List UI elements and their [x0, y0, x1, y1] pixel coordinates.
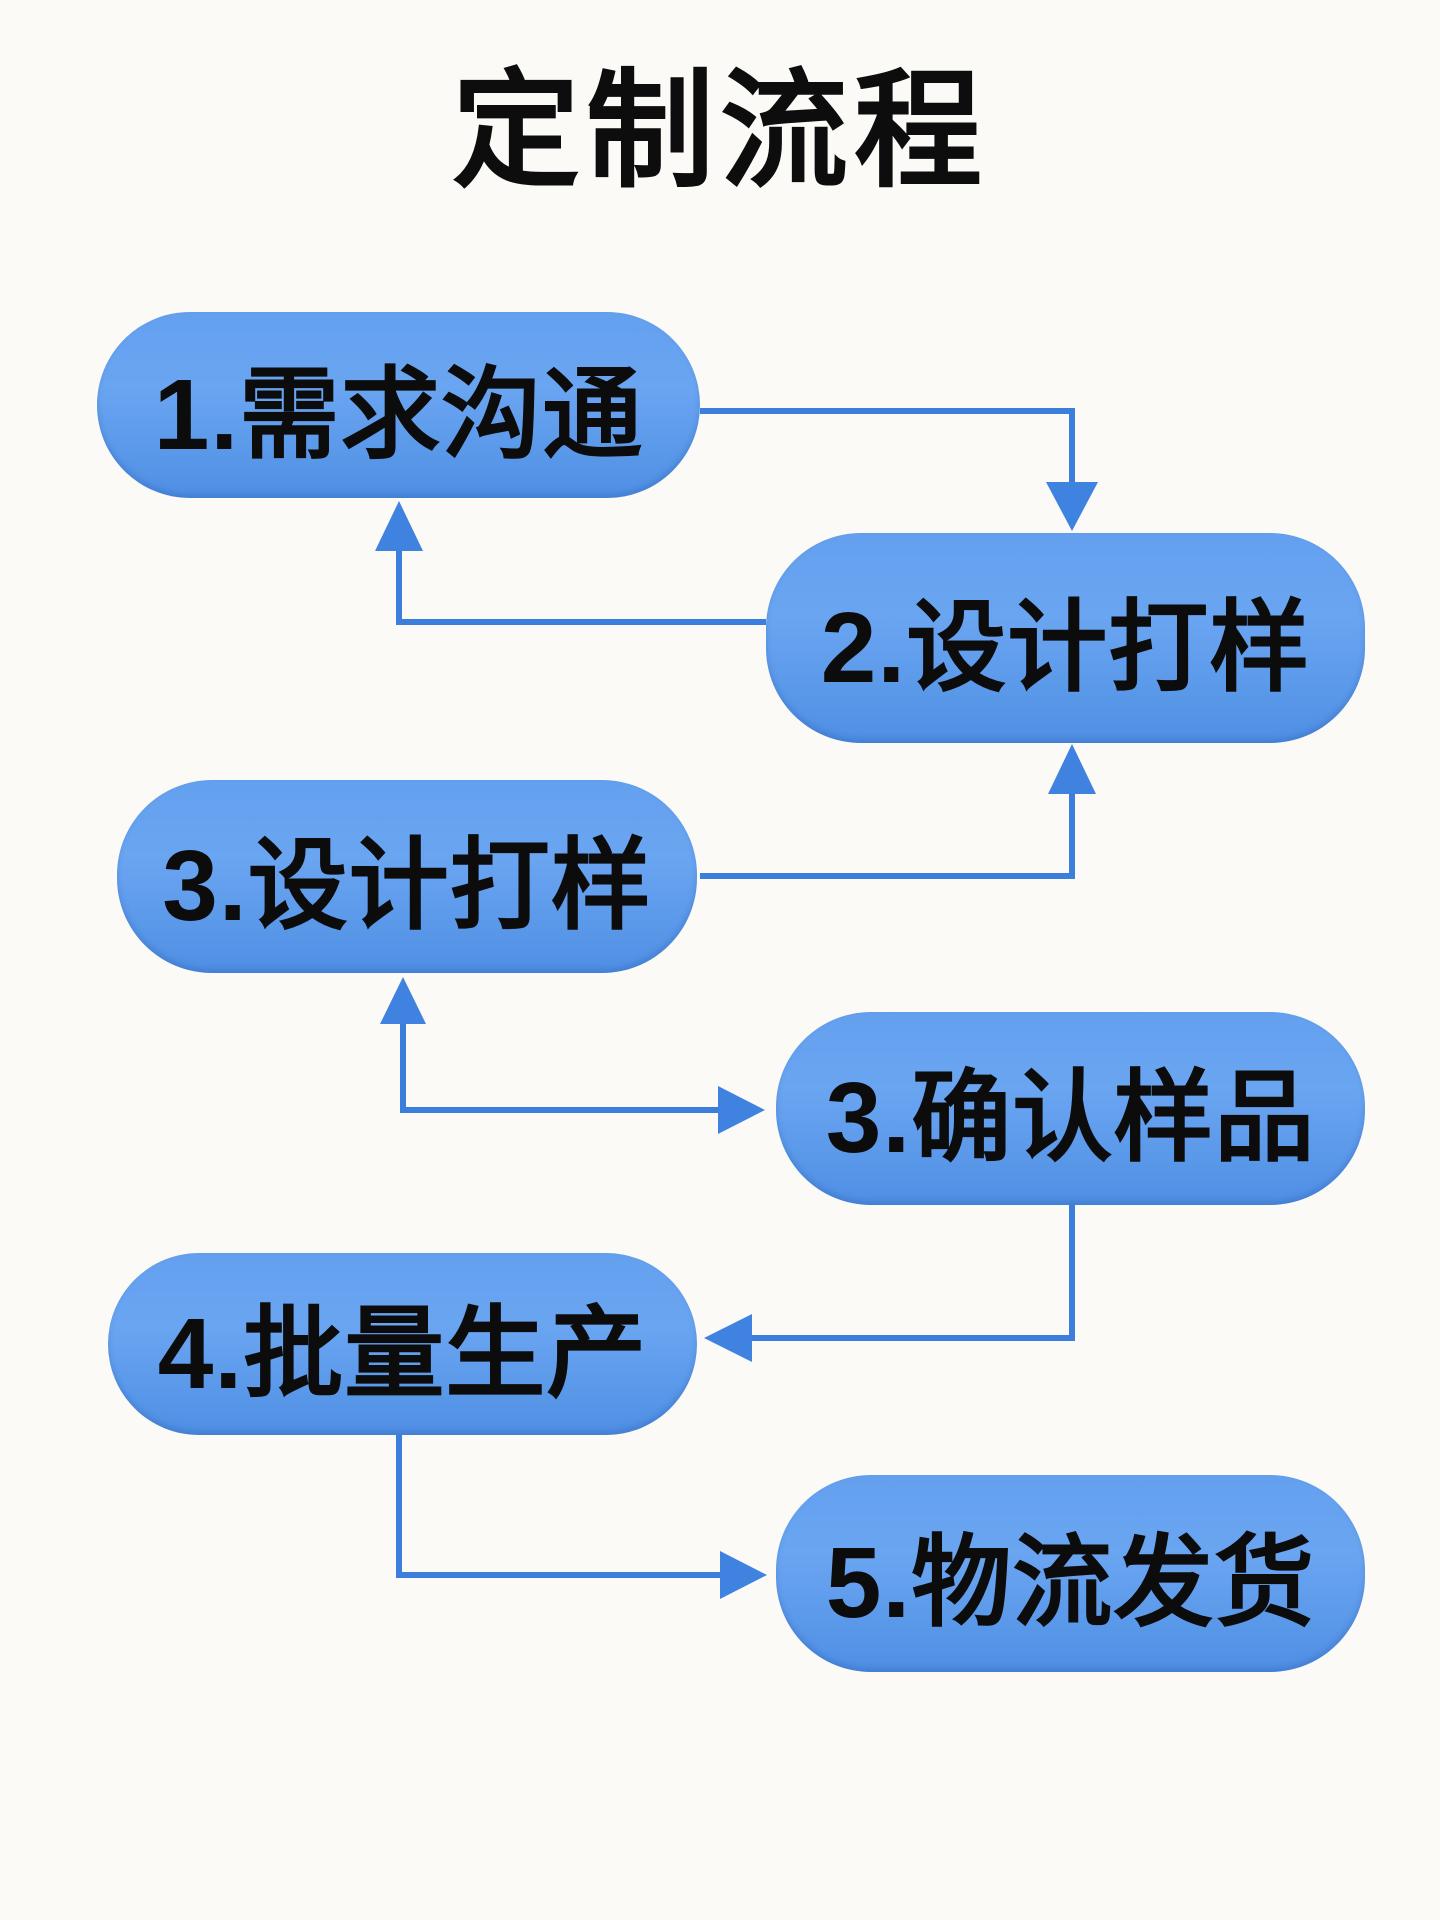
flow-node-step-3-label: 3.设计打样	[162, 830, 652, 942]
flow-node-step-1: 1.需求沟通	[97, 312, 700, 498]
arrowhead-down-into-step2	[1046, 482, 1098, 531]
flow-node-step-6: 5.物流发货	[776, 1475, 1365, 1672]
arrowhead-up-into-step1	[375, 501, 423, 551]
flow-node-step-2-label: 2.设计打样	[820, 591, 1311, 704]
arrowhead-left-into-step5	[704, 1314, 752, 1362]
flow-node-step-6-label: 5.物流发货	[825, 1527, 1316, 1639]
flow-node-step-4: 3.确认样品	[776, 1012, 1365, 1205]
flow-node-step-1-label: 1.需求沟通	[153, 358, 644, 471]
flow-node-step-3: 3.设计打样	[117, 780, 697, 973]
arrowhead-right-into-step6	[720, 1551, 767, 1599]
flow-node-step-2: 2.设计打样	[766, 533, 1365, 743]
flow-node-step-5: 4.批量生产	[108, 1253, 697, 1435]
arrowhead-right-into-step4	[718, 1086, 765, 1134]
connector-step4-step3-line	[400, 1022, 720, 1113]
connector-step4-step5-line	[750, 1205, 1075, 1341]
page-title: 定制流程	[451, 60, 988, 203]
arrowhead-up-into-step2	[1048, 744, 1096, 794]
arrowhead-up-into-step3	[380, 977, 426, 1024]
connector-step3-step2-line	[700, 792, 1075, 879]
flow-node-step-4-label: 3.确认样品	[825, 1062, 1316, 1174]
flow-node-step-5-label: 4.批量生产	[157, 1297, 648, 1410]
connector-step2-step1-line	[396, 549, 766, 625]
connector-step1-step2-line	[700, 408, 1075, 484]
connector-step5-step6-line	[396, 1435, 722, 1578]
